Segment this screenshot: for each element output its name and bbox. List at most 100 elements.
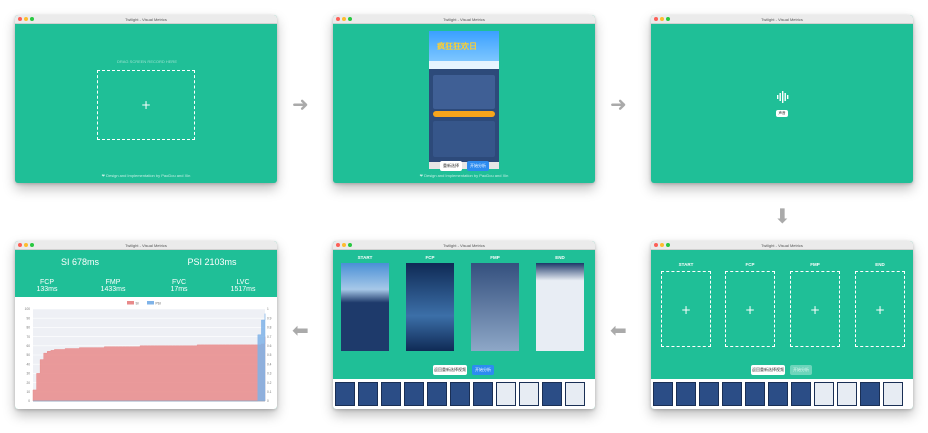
window-title: Twilight - Visual Metrics — [761, 243, 803, 248]
minimize-dot[interactable] — [660, 17, 664, 21]
search-form — [433, 75, 495, 109]
window-controls — [654, 243, 670, 247]
fvc-label: FVC — [172, 279, 186, 286]
start-analysis-button[interactable]: 开始分析 — [472, 365, 494, 375]
frame-thumbnail[interactable] — [473, 382, 493, 406]
zoom-dot[interactable] — [666, 17, 670, 21]
window-controls — [336, 17, 352, 21]
frame-thumbnail[interactable] — [791, 382, 811, 406]
video-player[interactable]: 疯狂狂欢日 — [429, 31, 499, 169]
frame-thumbnail[interactable] — [837, 382, 857, 406]
window-title: Twilight - Visual Metrics — [125, 243, 167, 248]
frame-thumbnail[interactable] — [814, 382, 834, 406]
frame-thumbnail-strip[interactable] — [651, 379, 913, 409]
frame-thumbnail[interactable] — [722, 382, 742, 406]
minimize-dot[interactable] — [342, 243, 346, 247]
window-results: Twilight - Visual Metrics SI 678ms PSI 2… — [15, 241, 277, 409]
credits-footer: ❤ Design and Implementation by PaoDou an… — [419, 173, 509, 178]
frame-thumbnail[interactable] — [381, 382, 401, 406]
frame-thumbnail[interactable] — [768, 382, 788, 406]
slot-label-fcp: FCP — [745, 262, 755, 267]
frame-thumbnail[interactable] — [860, 382, 880, 406]
y-tick-label: 100 — [25, 307, 31, 311]
reselect-button[interactable]: 重新选择 — [440, 161, 462, 171]
minimize-dot[interactable] — [24, 17, 28, 21]
y-tick-label: 0 — [28, 399, 30, 403]
frame-end[interactable] — [536, 263, 584, 351]
frame-thumbnail[interactable] — [676, 382, 696, 406]
frame-thumbnail[interactable] — [335, 382, 355, 406]
y-right-tick-label: 0.9 — [267, 316, 272, 320]
frame-slot-fmp[interactable] — [790, 271, 840, 347]
frame-fcp[interactable] — [406, 263, 454, 351]
frame-thumbnail[interactable] — [496, 382, 516, 406]
frame-thumbnail[interactable] — [883, 382, 903, 406]
start-analysis-button[interactable]: 开始分析 — [790, 365, 812, 375]
close-dot[interactable] — [18, 17, 22, 21]
psi-value: PSI 2103ms — [187, 257, 237, 267]
fmp-label: FMP — [105, 279, 121, 286]
zoom-dot[interactable] — [666, 243, 670, 247]
frame-start[interactable] — [341, 263, 389, 351]
zoom-dot[interactable] — [348, 17, 352, 21]
zoom-dot[interactable] — [348, 243, 352, 247]
search-button[interactable] — [433, 111, 495, 117]
frame-thumbnail[interactable] — [450, 382, 470, 406]
y-tick-label: 70 — [26, 335, 30, 339]
slot-label-fcp: FCP — [425, 255, 435, 260]
window-controls — [18, 17, 34, 21]
minimize-dot[interactable] — [342, 17, 346, 21]
player-controls[interactable] — [429, 162, 499, 169]
fcp-value: 133ms — [36, 286, 58, 293]
close-dot[interactable] — [654, 17, 658, 21]
frame-slot-start[interactable] — [661, 271, 711, 347]
frame-slot-fcp[interactable] — [725, 271, 775, 347]
frame-thumbnail[interactable] — [519, 382, 539, 406]
zoom-dot[interactable] — [30, 17, 34, 21]
back-reselect-button[interactable]: 返回重新选择视频 — [751, 365, 785, 375]
title-bar: Twilight - Visual Metrics — [333, 15, 595, 24]
slot-label-start: START — [678, 262, 694, 267]
window-controls — [654, 17, 670, 21]
frame-thumbnail-strip[interactable] — [333, 379, 595, 409]
legend-swatch-si — [127, 301, 134, 305]
plus-icon: + — [140, 98, 152, 112]
close-dot[interactable] — [336, 243, 340, 247]
zoom-dot[interactable] — [30, 243, 34, 247]
frame-thumbnail[interactable] — [427, 382, 447, 406]
close-dot[interactable] — [654, 243, 658, 247]
y-tick-label: 20 — [26, 381, 30, 385]
close-dot[interactable] — [336, 17, 340, 21]
arrow-right-icon: ➜ — [610, 92, 627, 116]
window-title: Twilight - Visual Metrics — [443, 17, 485, 22]
window-controls — [336, 243, 352, 247]
frame-thumbnail[interactable] — [699, 382, 719, 406]
plus-icon: + — [744, 303, 756, 317]
frame-thumbnail[interactable] — [358, 382, 378, 406]
frame-thumbnail[interactable] — [404, 382, 424, 406]
promo-banner: 疯狂狂欢日 — [429, 31, 499, 69]
frame-thumbnail[interactable] — [542, 382, 562, 406]
minimize-dot[interactable] — [660, 243, 664, 247]
back-reselect-button[interactable]: 返回重新选择视频 — [433, 365, 467, 375]
arrow-left-icon: ⬅ — [292, 318, 309, 342]
slot-label-fmp: FMP — [810, 262, 820, 267]
frame-thumbnail[interactable] — [745, 382, 765, 406]
window-video-preview: Twilight - Visual Metrics 疯狂狂欢日 重新选择 开始分… — [333, 15, 595, 183]
window-title: Twilight - Visual Metrics — [443, 243, 485, 248]
minimize-dot[interactable] — [24, 243, 28, 247]
frame-fmp[interactable] — [471, 263, 519, 351]
video-drop-zone[interactable] — [97, 70, 195, 140]
window-title: Twilight - Visual Metrics — [125, 17, 167, 22]
y-right-tick-label: 0.7 — [267, 335, 272, 339]
window-frames-selected: Twilight - Visual Metrics START FCP FMP … — [333, 241, 595, 409]
frame-thumbnail[interactable] — [565, 382, 585, 406]
close-dot[interactable] — [18, 243, 22, 247]
frame-slot-end[interactable] — [855, 271, 905, 347]
title-bar: Twilight - Visual Metrics — [651, 241, 913, 250]
y-right-tick-label: 1 — [267, 307, 269, 311]
slot-label-end: END — [875, 262, 885, 267]
frame-thumbnail[interactable] — [653, 382, 673, 406]
start-analysis-button[interactable]: 开始分析 — [467, 161, 489, 171]
